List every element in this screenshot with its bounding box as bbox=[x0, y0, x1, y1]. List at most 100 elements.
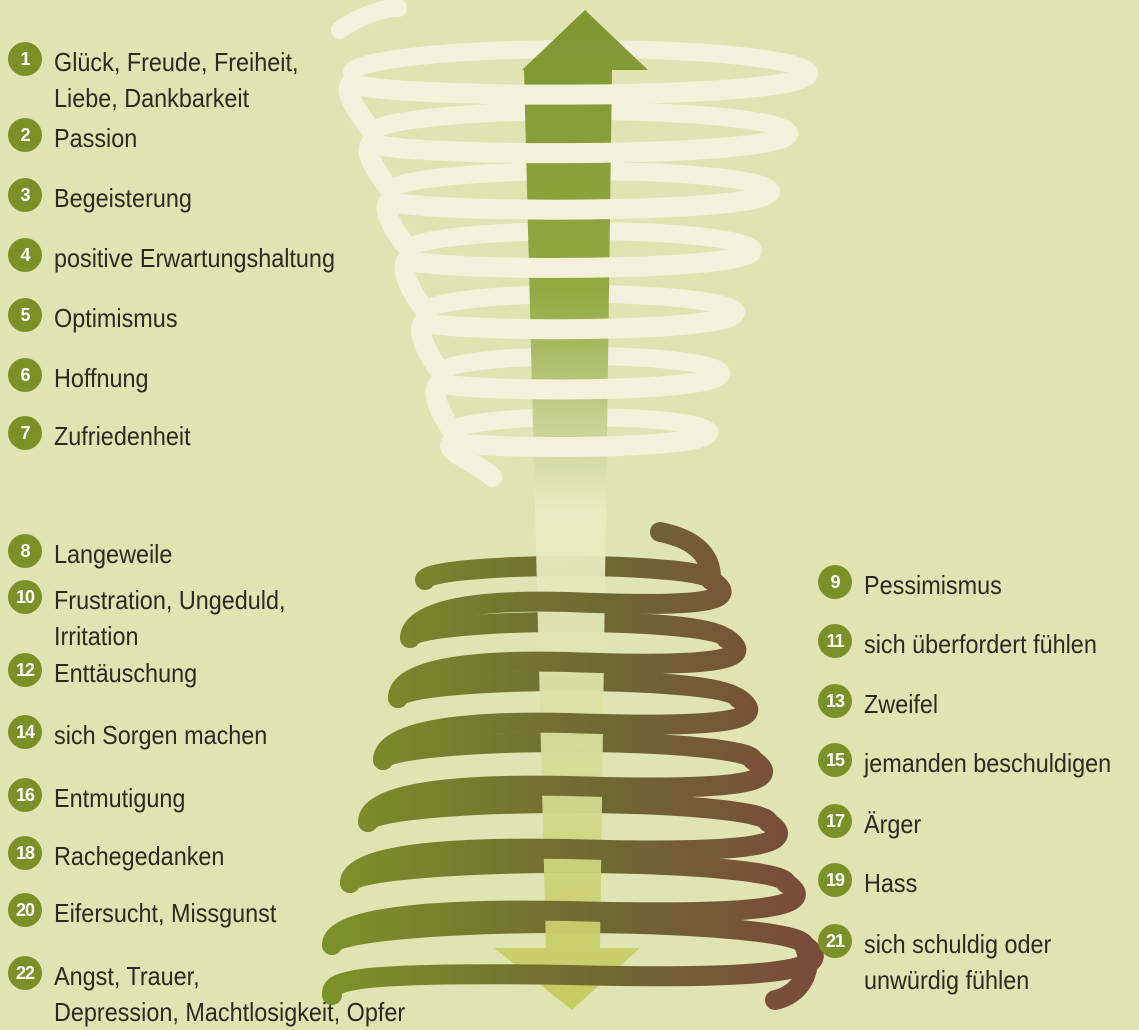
lower-spiral-front-arc bbox=[388, 628, 747, 708]
emotion-item-21: 21 sich schuldig oder unwürdig fühlen bbox=[818, 924, 1072, 998]
emotion-label: Begeisterung bbox=[54, 180, 192, 216]
emotion-label: Ärger bbox=[864, 806, 921, 842]
emotion-item-16: 16 Entmutigung bbox=[8, 778, 200, 816]
emotion-label-line: Irritation bbox=[54, 621, 139, 651]
number-badge: 15 bbox=[818, 743, 852, 777]
emotion-item-5: 5 Optimismus bbox=[8, 298, 191, 336]
emotion-label-line: Eifersucht, Missgunst bbox=[54, 898, 277, 928]
emotion-label-line: Angst, Trauer, bbox=[54, 961, 200, 991]
emotion-item-7: 7 Zufriedenheit bbox=[8, 416, 206, 454]
emotion-item-8: 8 Langeweile bbox=[8, 534, 186, 572]
lower-spiral-front-arc bbox=[358, 750, 773, 832]
emotion-item-18: 18 Rachegedanken bbox=[8, 836, 243, 874]
emotion-label: sich überfordert fühlen bbox=[864, 626, 1097, 662]
upper-spiral-top-tail bbox=[331, 0, 407, 39]
emotion-item-22: 22 Angst, Trauer, Depression, Machtlosigke… bbox=[8, 956, 444, 1030]
emotion-label-line: Rachegedanken bbox=[54, 841, 225, 871]
emotion-label-line: sich Sorgen machen bbox=[54, 720, 268, 750]
upper-spiral-front-arc bbox=[358, 123, 798, 199]
number-badge: 14 bbox=[8, 715, 42, 749]
emotion-label: Hoffnung bbox=[54, 360, 149, 396]
emotion-label: Pessimismus bbox=[864, 567, 1002, 603]
emotion-label: positive Erwartungshaltung bbox=[54, 240, 335, 276]
lower-spiral-bottom-tail bbox=[765, 935, 818, 1010]
emotion-label: Rachegedanken bbox=[54, 838, 224, 874]
emotion-label-line: positive Erwartungshaltung bbox=[54, 243, 335, 273]
number-badge: 12 bbox=[8, 653, 42, 687]
emotion-label-line: Langeweile bbox=[54, 539, 173, 569]
emotion-label: Langeweile bbox=[54, 536, 172, 572]
number-badge: 2 bbox=[8, 118, 42, 152]
emotion-label: Angst, Trauer, Depression, Machtlosigkeit… bbox=[54, 958, 405, 1030]
lower-spiral-front-arc bbox=[373, 688, 759, 770]
emotion-item-4: 4 positive Erwartungshaltung bbox=[8, 238, 366, 276]
lower-spiral-front bbox=[322, 522, 824, 1010]
number-badge: 17 bbox=[818, 804, 852, 838]
emotion-label-line: unwürdig fühlen bbox=[864, 965, 1030, 995]
emotion-label-line: Liebe, Dankbarkeit bbox=[54, 83, 250, 113]
lower-spiral-front-arc bbox=[400, 570, 732, 648]
emotion-label-line: jemanden beschuldigen bbox=[864, 748, 1112, 778]
emotion-label-line: Glück, Freude, Freiheit, bbox=[54, 47, 299, 77]
emotion-item-10: 10 Frustration, Ungeduld,Irritation bbox=[8, 580, 311, 654]
emotion-item-19: 19 Hass bbox=[818, 863, 923, 901]
number-badge: 21 bbox=[818, 924, 852, 958]
emotion-item-20: 20 Eifersucht, Missgunst bbox=[8, 893, 301, 931]
emotion-label: Eifersucht, Missgunst bbox=[54, 895, 276, 931]
number-badge: 5 bbox=[8, 298, 42, 332]
emotion-label: Frustration, Ungeduld,Irritation bbox=[54, 582, 286, 654]
emotion-label-line: Begeisterung bbox=[54, 183, 192, 213]
lower-spiral-front-arc bbox=[322, 873, 806, 955]
emotion-label: Glück, Freude, Freiheit, Liebe, Dankbarke… bbox=[54, 44, 298, 116]
emotion-item-2: 2 Passion bbox=[8, 118, 147, 156]
emotion-label-line: sich schuldig oder bbox=[864, 929, 1052, 959]
emotion-item-14: 14 sich Sorgen machen bbox=[8, 715, 291, 753]
lower-spiral-front-arc bbox=[340, 812, 788, 893]
emotion-label: sich Sorgen machen bbox=[54, 717, 267, 753]
upper-spiral-front-arc bbox=[425, 363, 730, 440]
emotion-label-line: Zufriedenheit bbox=[54, 421, 191, 451]
emotion-label-line: Pessimismus bbox=[864, 570, 1002, 600]
emotion-label-line: Optimismus bbox=[54, 303, 178, 333]
emotion-label-line: Hass bbox=[864, 868, 918, 898]
emotion-label-line: Entmutigung bbox=[54, 783, 186, 813]
number-badge: 8 bbox=[8, 534, 42, 568]
upper-spiral-front bbox=[331, 0, 818, 487]
emotion-item-13: 13 Zweifel bbox=[818, 684, 946, 722]
number-badge: 20 bbox=[8, 893, 42, 927]
emotion-label-line: Ärger bbox=[864, 809, 922, 839]
number-badge: 9 bbox=[818, 565, 852, 599]
upper-spiral-front-arc bbox=[338, 63, 818, 141]
number-badge: 7 bbox=[8, 416, 42, 450]
emotion-label-line: sich überfordert fühlen bbox=[864, 629, 1097, 659]
number-badge: 18 bbox=[8, 836, 42, 870]
emotion-item-15: 15 jemanden beschuldigen bbox=[818, 743, 1139, 781]
upper-spiral-front-arc bbox=[411, 302, 745, 381]
upper-spiral-front-arc bbox=[439, 422, 718, 487]
emotion-label-line: Passion bbox=[54, 123, 138, 153]
number-badge: 19 bbox=[818, 863, 852, 897]
upper-spiral-front-arc bbox=[376, 181, 780, 258]
emotion-label-line: Zweifel bbox=[864, 689, 939, 719]
number-badge: 10 bbox=[8, 580, 42, 614]
emotion-label: Enttäuschung bbox=[54, 655, 197, 691]
number-badge: 16 bbox=[8, 778, 42, 812]
emotion-item-17: 17 Ärger bbox=[818, 804, 928, 842]
number-badge: 4 bbox=[8, 238, 42, 272]
emotion-label: Zufriedenheit bbox=[54, 418, 191, 454]
emotion-item-9: 9 Pessimismus bbox=[818, 565, 1017, 603]
emotion-label-line: Enttäuschung bbox=[54, 658, 198, 688]
emotion-label: sich schuldig oder unwürdig fühlen bbox=[864, 926, 1051, 998]
lower-spiral-top-tail bbox=[650, 522, 721, 590]
emotion-label: jemanden beschuldigen bbox=[864, 745, 1111, 781]
number-badge: 22 bbox=[8, 956, 42, 990]
emotion-label: Hass bbox=[864, 865, 917, 901]
emotion-label: Entmutigung bbox=[54, 780, 185, 816]
number-badge: 13 bbox=[818, 684, 852, 718]
emotion-label-line: Depression, Machtlosigkeit, Opfer bbox=[54, 997, 406, 1027]
emotion-label: Zweifel bbox=[864, 686, 938, 722]
